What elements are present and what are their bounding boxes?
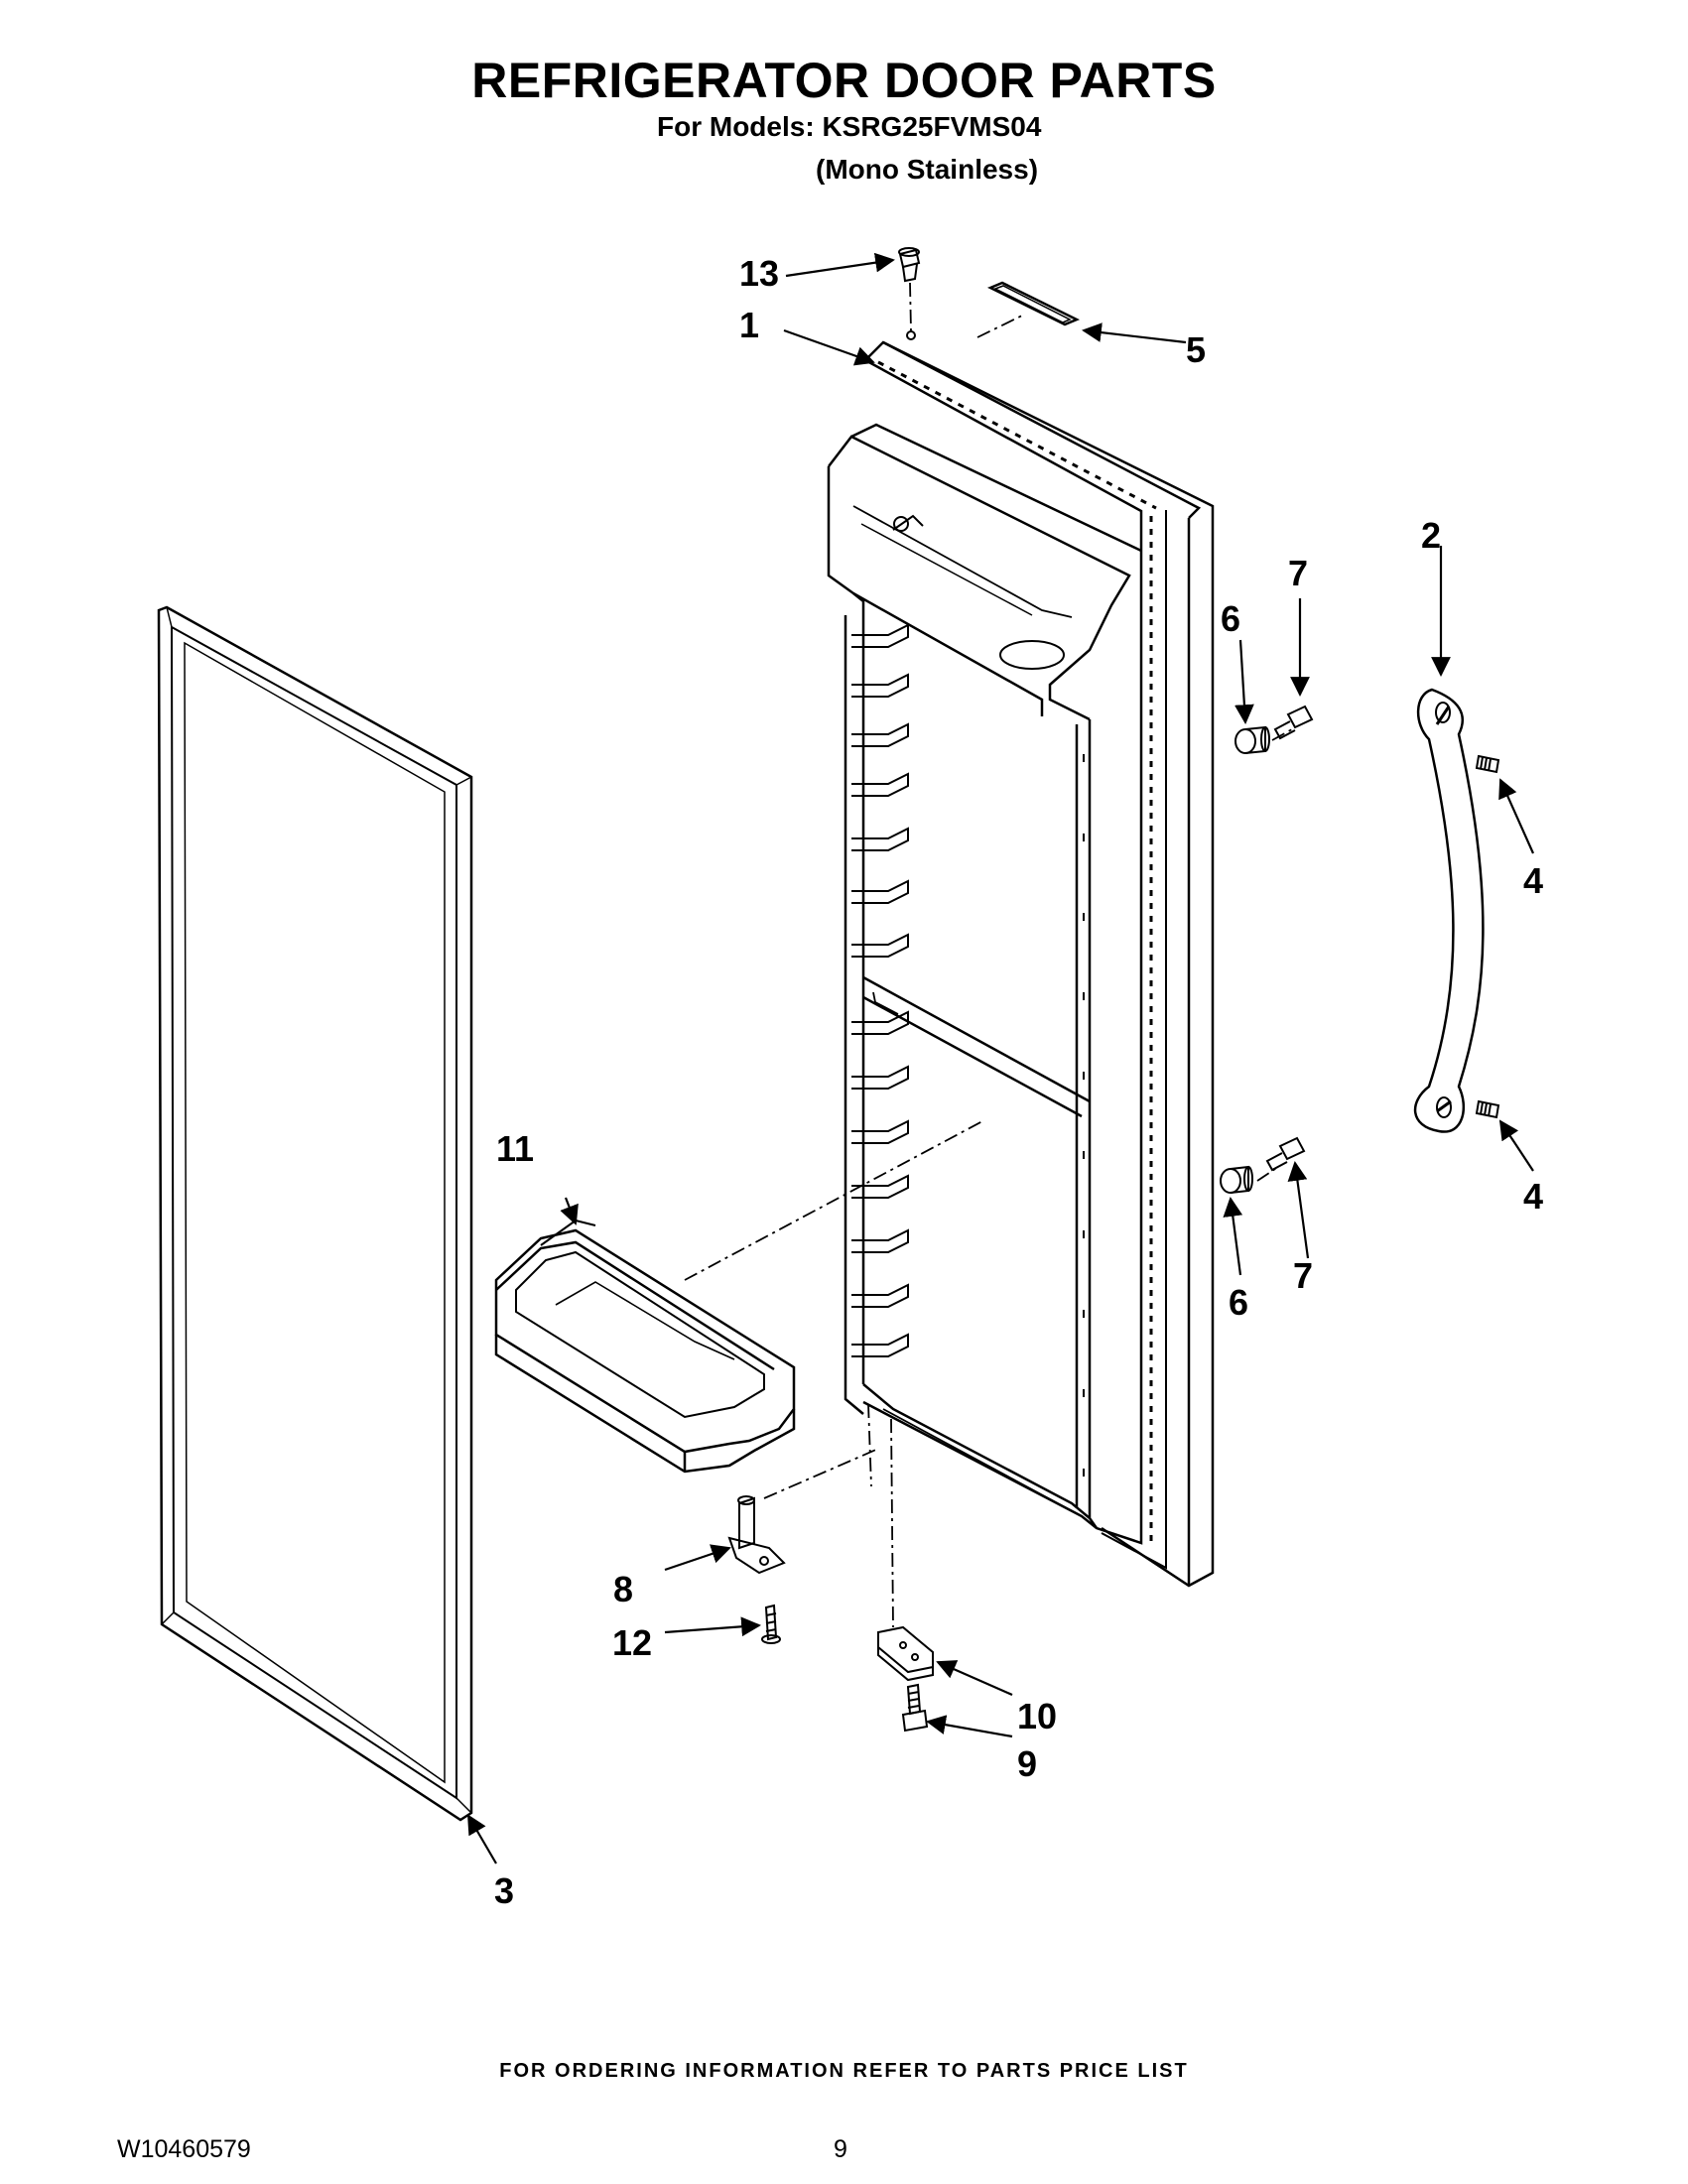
hinge-pin bbox=[727, 1495, 786, 1575]
callout-12: 12 bbox=[612, 1622, 652, 1663]
callout-4-lower: 4 bbox=[1523, 1176, 1543, 1217]
door-badge bbox=[986, 281, 1081, 326]
callout-5: 5 bbox=[1186, 329, 1206, 370]
handle-screw-upper bbox=[1273, 705, 1314, 740]
door-gasket bbox=[157, 605, 473, 1822]
callout-3: 3 bbox=[494, 1870, 514, 1911]
bracket-screw bbox=[901, 1683, 929, 1733]
assembly-lines bbox=[684, 282, 1293, 1628]
page-number: 9 bbox=[834, 2135, 847, 2163]
callout-13: 13 bbox=[739, 253, 779, 294]
callout-9: 9 bbox=[1017, 1743, 1037, 1784]
set-screw-upper bbox=[1475, 754, 1500, 774]
set-screw-lower bbox=[1475, 1099, 1500, 1119]
plug-button bbox=[898, 247, 921, 283]
hinge-screw bbox=[761, 1604, 781, 1644]
handle-spacer-lower bbox=[1220, 1165, 1253, 1194]
callout-6-upper: 6 bbox=[1221, 598, 1240, 639]
callout-11: 11 bbox=[496, 1128, 534, 1169]
callout-4-upper: 4 bbox=[1523, 860, 1543, 901]
plug-hole bbox=[906, 330, 916, 340]
page-title: REFRIGERATOR DOOR PARTS bbox=[471, 53, 1217, 108]
handle-screw-lower bbox=[1265, 1136, 1306, 1172]
door-liner bbox=[827, 340, 1215, 1588]
document-id: W10460579 bbox=[117, 2135, 251, 2163]
hinge-bracket bbox=[877, 1625, 934, 1682]
callout-7-lower: 7 bbox=[1293, 1255, 1313, 1296]
variant-label: (Mono Stainless) bbox=[816, 154, 1039, 185]
callout-2: 2 bbox=[1421, 515, 1441, 556]
callout-1: 1 bbox=[739, 305, 759, 345]
ordering-note: FOR ORDERING INFORMATION REFER TO PARTS … bbox=[499, 2060, 1189, 2082]
callout-7-upper: 7 bbox=[1288, 553, 1308, 593]
models-line: For Models: KSRG25FVMS04 bbox=[657, 111, 1042, 142]
door-handle bbox=[1413, 688, 1485, 1133]
callout-8: 8 bbox=[613, 1569, 633, 1609]
handle-spacer-upper bbox=[1234, 725, 1270, 754]
callout-10: 10 bbox=[1017, 1696, 1057, 1736]
door-bin bbox=[494, 1219, 796, 1474]
callout-numbers: 13 1 5 2 7 6 4 4 7 6 11 8 12 10 9 3 bbox=[494, 253, 1543, 1911]
callout-6-lower: 6 bbox=[1229, 1282, 1248, 1323]
leader-arrows bbox=[467, 252, 1535, 1864]
